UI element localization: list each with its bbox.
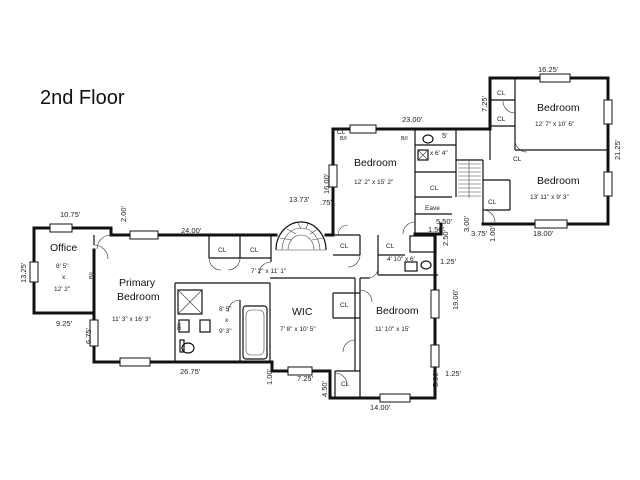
primary-bath-dim-2: x: [225, 317, 229, 324]
measurement: 1.25': [440, 257, 457, 266]
closet-label: CL: [430, 185, 439, 192]
measurement: 16.00': [322, 173, 331, 194]
closet-label: CL: [341, 381, 350, 388]
closet-label: CL: [488, 199, 497, 206]
bedroom-east-name: Bedroom: [537, 175, 580, 187]
measurement: 2.50': [441, 229, 450, 246]
builtin-label: B/I: [177, 323, 183, 330]
measurement: 9.25': [56, 319, 73, 328]
bedroom-east-dim: 13' 11" x 9' 3": [530, 194, 569, 201]
sink-icon-2: [199, 319, 211, 333]
measurement: .75': [320, 198, 332, 207]
bedroom-center-name: Bedroom: [354, 157, 397, 169]
measurement: 2.00': [119, 205, 128, 222]
measurement: 7.25': [480, 95, 489, 112]
measurement: 23.00': [402, 115, 423, 124]
closet-label: CL: [386, 243, 395, 250]
measurement: 4.50': [320, 380, 329, 397]
interior-walls: [93, 78, 608, 398]
bath-hall-dim: 4' 10" x 6': [387, 256, 415, 263]
measurement: 5.00': [431, 370, 440, 387]
door-swings: [93, 100, 528, 386]
primary-bedroom-name-2: Bedroom: [117, 291, 160, 303]
builtin-label: B/I: [401, 136, 408, 142]
stair-landing: [275, 221, 327, 251]
closet-labels: CL CL CL CL CL CL CL CL CL CL CL CL: [218, 90, 522, 388]
windows: [29, 73, 613, 403]
builtin-labels: B/I B/I B/I B/I: [89, 136, 408, 330]
primary-bath-dim-1: 8' 5": [219, 306, 232, 313]
wic-dim: 7' 8" x 10' 5": [280, 326, 316, 333]
hall-tub-icon: [409, 235, 437, 253]
measurement: 26.75': [180, 367, 201, 376]
measurement: 1.50': [428, 225, 445, 234]
hall-dim: 7' 2" x 11' 1": [251, 268, 287, 275]
builtin-label: B/I: [340, 136, 347, 142]
office-name: Office: [50, 242, 77, 254]
bedroom-center-dim: 12' 2" x 15' 2": [354, 179, 394, 186]
primary-bath-dim-3: 9' 3": [219, 328, 232, 335]
closet-label: CL: [513, 156, 522, 163]
primary-bedroom-name-1: Primary: [119, 277, 156, 289]
small-shower-icon: [417, 149, 429, 161]
measurement: 18.00': [533, 229, 554, 238]
closet-label: CL: [337, 129, 346, 136]
builtin-label: B/I: [89, 272, 95, 279]
measurement: 10.75': [60, 210, 81, 219]
measurement: 7.25': [297, 374, 314, 383]
bath-fixtures: [177, 134, 437, 360]
bath-small-dim: x 6' 4": [430, 150, 448, 157]
room-labels: Office 8' 5" x 12' 2" Primary Bedroom 11…: [50, 102, 580, 335]
closet-label: CL: [340, 302, 349, 309]
closet-label: CL: [340, 243, 349, 250]
sink-icon: [178, 319, 190, 333]
closet-label: CL: [497, 90, 506, 97]
measurement: 16.25': [538, 65, 559, 74]
measurement: 3.75': [471, 229, 488, 238]
exterior-walls: [32, 76, 610, 400]
stairs: [458, 160, 481, 198]
bedroom-south-name: Bedroom: [376, 305, 419, 317]
measurement-labels: 16.25' 7.25' 23.00' 5' 21.25' 16.00' .75…: [19, 65, 622, 412]
closet-label: CL: [218, 247, 227, 254]
office-dim-line2: x: [62, 274, 66, 281]
bathtub-icon: [242, 305, 268, 360]
eave-name: Eave: [425, 205, 440, 212]
small-toilet-icon: [422, 134, 434, 144]
bedroom-ne-name: Bedroom: [537, 102, 580, 114]
floor-title: 2nd Floor: [40, 87, 125, 109]
bedroom-south-dim: 11' 10" x 15': [375, 326, 410, 333]
wic-name: WIC: [292, 306, 313, 318]
office-dim-line3: 12' 2": [54, 286, 71, 293]
closet-label: CL: [250, 247, 259, 254]
measurement: 13.25': [19, 262, 28, 283]
bedroom-ne-dim: 12' 7" x 10' 6": [535, 121, 575, 128]
hall-toilet-icon: [420, 260, 432, 270]
measurement: 1.00': [265, 368, 274, 385]
measurement: 6.75': [84, 327, 93, 344]
closet-label: CL: [497, 116, 506, 123]
measurement: 1.00': [488, 225, 497, 242]
shower-icon: [177, 289, 203, 315]
measurement: 3.00': [462, 215, 471, 232]
measurement: 24.00': [181, 226, 202, 235]
toilet-icon: [181, 342, 195, 354]
measurement: 14.00': [370, 403, 391, 412]
hall-sink-icon: [404, 261, 418, 272]
office-dim-line1: 8' 5": [56, 263, 69, 270]
measurement: 5': [442, 131, 448, 140]
measurement: 13.73': [289, 195, 310, 204]
measurement: 1.25': [445, 369, 462, 378]
measurement: 5.50': [436, 217, 453, 226]
measurement: 19.00': [451, 289, 460, 310]
primary-bedroom-dim: 11' 3" x 16' 3": [112, 316, 151, 323]
measurement: 21.25': [613, 139, 622, 160]
